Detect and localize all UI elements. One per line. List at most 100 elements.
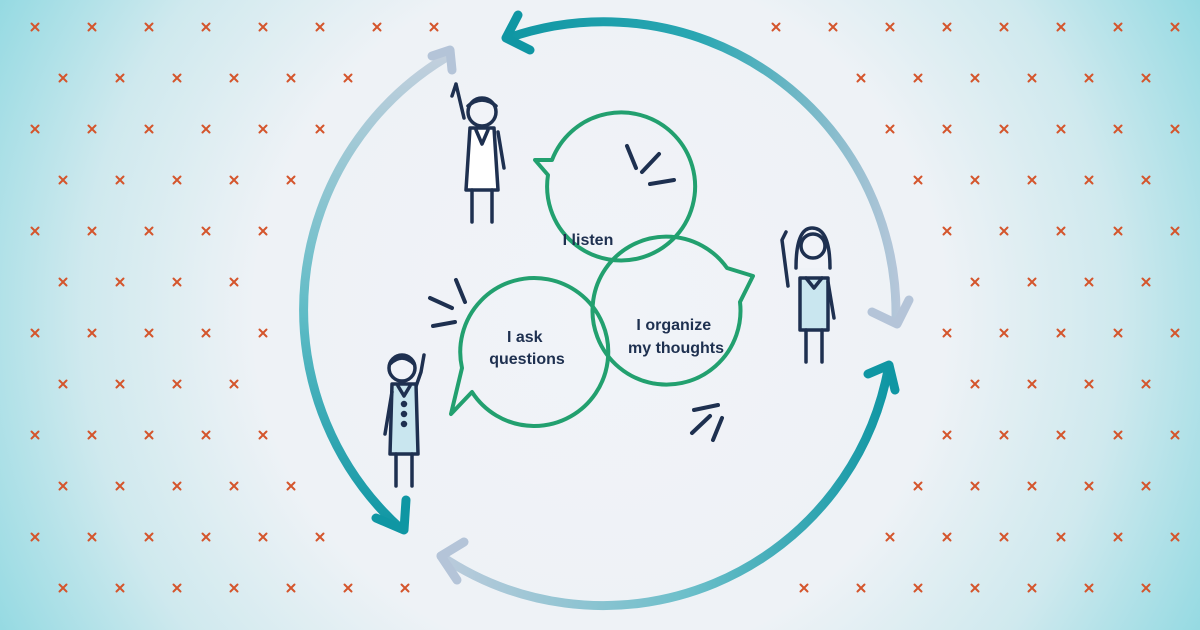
cross-mark-icon [201, 226, 211, 236]
cross-mark-icon [970, 277, 980, 287]
cross-mark-icon [1056, 532, 1066, 542]
cross-mark-icon [30, 328, 40, 338]
cross-mark-icon [970, 73, 980, 83]
cross-mark-icon [1027, 277, 1037, 287]
cross-mark-icon [144, 22, 154, 32]
cross-mark-icon [913, 481, 923, 491]
cross-mark-icon [58, 175, 68, 185]
cross-mark-icon [1084, 73, 1094, 83]
cross-mark-icon [87, 226, 97, 236]
cross-mark-icon [1027, 379, 1037, 389]
cross-mark-icon [87, 532, 97, 542]
cross-mark-icon [429, 22, 439, 32]
cross-mark-icon [30, 430, 40, 440]
cross-mark-icon [115, 583, 125, 593]
cross-mark-icon [799, 583, 809, 593]
cross-mark-icon [258, 22, 268, 32]
cross-mark-icon [30, 22, 40, 32]
cross-mark-icon [1027, 583, 1037, 593]
cross-mark-icon [942, 532, 952, 542]
cross-mark-icon [970, 379, 980, 389]
cross-mark-icon [201, 532, 211, 542]
emphasis-marks [428, 144, 724, 442]
cross-mark-icon [201, 22, 211, 32]
cross-mark-icon [1084, 277, 1094, 287]
cross-mark-icon [970, 175, 980, 185]
cross-mark-icon [172, 583, 182, 593]
cross-mark-icon [400, 583, 410, 593]
cross-mark-icon [144, 328, 154, 338]
cross-mark-icon [286, 481, 296, 491]
cross-mark-icon [999, 532, 1009, 542]
cross-mark-icon [1056, 226, 1066, 236]
cross-mark-icon [144, 532, 154, 542]
cross-mark-icon [999, 22, 1009, 32]
cross-mark-icon [144, 226, 154, 236]
cross-mark-icon [856, 583, 866, 593]
cross-mark-icon [58, 583, 68, 593]
cross-mark-icon [942, 226, 952, 236]
cross-mark-icon [315, 124, 325, 134]
cross-mark-icon [58, 277, 68, 287]
cross-mark-icon [172, 481, 182, 491]
cross-mark-icon [372, 22, 382, 32]
cross-mark-icon [942, 124, 952, 134]
cross-mark-icon [1056, 328, 1066, 338]
cross-mark-icon [201, 124, 211, 134]
cross-mark-icon [913, 583, 923, 593]
cross-mark-icon [1141, 379, 1151, 389]
cross-mark-icon [115, 277, 125, 287]
person-right-icon [780, 226, 836, 364]
arrow-top-left-icon [427, 45, 457, 75]
cross-mark-icon [1141, 73, 1151, 83]
cross-mark-icon [885, 532, 895, 542]
cross-mark-icon [258, 124, 268, 134]
cross-mark-icon [286, 175, 296, 185]
cross-mark-icon [1113, 328, 1123, 338]
cross-mark-icon [1113, 226, 1123, 236]
cross-mark-icon [1141, 481, 1151, 491]
cross-mark-icon [1113, 532, 1123, 542]
cross-mark-icon [771, 22, 781, 32]
cross-mark-icon [258, 328, 268, 338]
cross-mark-icon [87, 328, 97, 338]
cross-mark-icon [315, 532, 325, 542]
cross-mark-icon [1170, 124, 1180, 134]
cross-mark-icon [115, 175, 125, 185]
label-listen: I listen [563, 232, 614, 249]
label-ask-questions: I ask questions [489, 329, 565, 368]
cross-mark-icon [1170, 22, 1180, 32]
cross-mark-icon [999, 328, 1009, 338]
cross-mark-icon [1056, 430, 1066, 440]
cross-mark-icon [1113, 22, 1123, 32]
cross-mark-icon [229, 277, 239, 287]
cross-mark-icon [258, 532, 268, 542]
cross-mark-icon [172, 277, 182, 287]
cross-mark-icon [1141, 175, 1151, 185]
cross-mark-icon [229, 481, 239, 491]
cross-mark-icon [1056, 124, 1066, 134]
cross-mark-icon [999, 226, 1009, 236]
cross-mark-icon [1084, 175, 1094, 185]
speech-bubble-ask [449, 276, 611, 428]
cross-mark-icon [856, 73, 866, 83]
cross-mark-icon [258, 226, 268, 236]
cross-mark-icon [828, 22, 838, 32]
cross-mark-icon [201, 430, 211, 440]
cross-mark-icon [1170, 430, 1180, 440]
cross-mark-icon [87, 124, 97, 134]
cross-mark-icon [343, 73, 353, 83]
cross-mark-icon [1113, 124, 1123, 134]
label-organize-thoughts: I organize my thoughts [628, 317, 724, 357]
cross-mark-icon [1027, 175, 1037, 185]
person-top-left-icon [450, 82, 506, 224]
cross-mark-icon [1084, 481, 1094, 491]
cross-mark-icon [30, 124, 40, 134]
cross-mark-icon [87, 22, 97, 32]
cross-mark-icon [1170, 226, 1180, 236]
cross-mark-icon [258, 430, 268, 440]
cross-mark-icon [942, 328, 952, 338]
cross-mark-icon [58, 481, 68, 491]
